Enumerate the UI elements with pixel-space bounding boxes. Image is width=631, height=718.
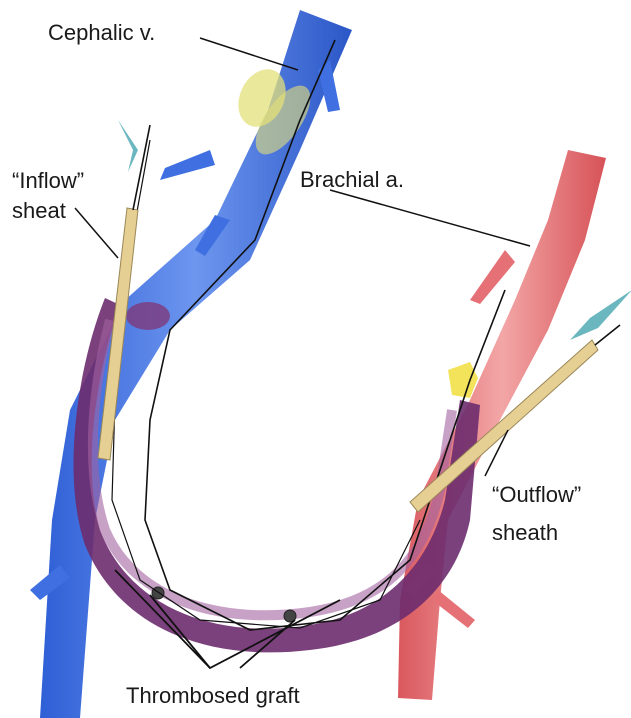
outflow-arrow xyxy=(570,290,631,340)
inflow-arrow xyxy=(118,120,138,172)
label-inflow-line1: “Inflow” xyxy=(12,168,84,193)
leader-inflow xyxy=(75,208,118,258)
leader-cephalic xyxy=(200,38,298,70)
label-graft: Thrombosed graft xyxy=(126,683,300,708)
label-cephalic: Cephalic v. xyxy=(48,20,155,45)
label-inflow-line2: sheat xyxy=(12,198,66,223)
leader-brachial xyxy=(330,190,530,246)
label-outflow-line1: “Outflow” xyxy=(492,482,581,507)
label-outflow-line2: sheath xyxy=(492,520,558,545)
label-brachial: Brachial a. xyxy=(300,167,404,192)
